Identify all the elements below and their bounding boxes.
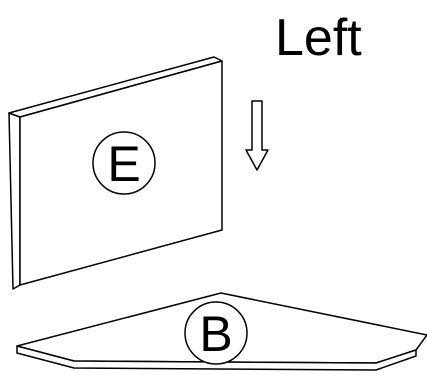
down-arrow-icon [245,100,269,171]
panel-e-label: E [107,136,140,192]
down-arrow-shape [245,100,269,171]
diagram-title: Left [275,9,362,67]
panel-b-edge [16,345,417,371]
panel-b-label: B [199,306,232,362]
panel-e-edge [8,112,21,290]
panel-b-label-circle [184,301,248,365]
panel-e: E [8,56,223,290]
panel-b: B [16,292,427,371]
panel-e-label-circle [92,131,156,195]
